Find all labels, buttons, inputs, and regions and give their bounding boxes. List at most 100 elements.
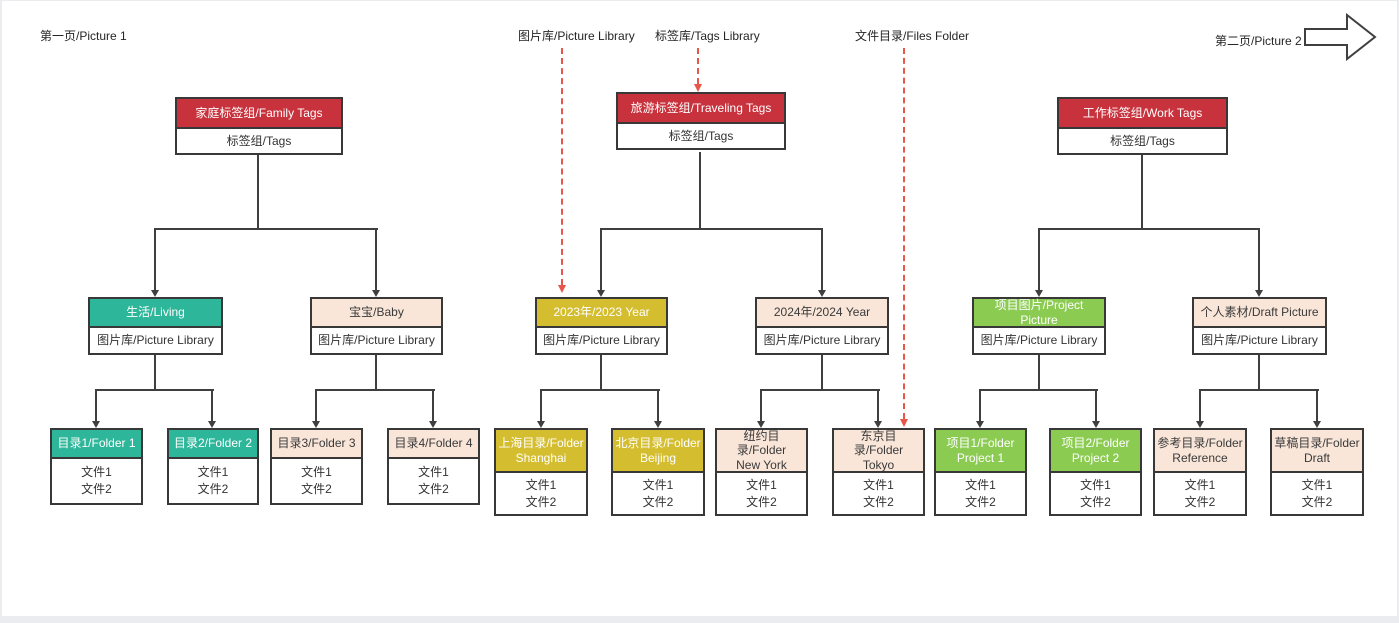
horizontal-scrollbar-track[interactable]: [0, 616, 1399, 623]
connector-line: [540, 389, 660, 391]
node-files: 文件1 文件2: [1272, 473, 1362, 514]
node-title: 项目2/Folder Project 2: [1051, 430, 1140, 473]
node-files: 文件1 文件2: [613, 473, 703, 514]
node-title: 生活/Living: [90, 299, 221, 328]
connector-line: [657, 390, 659, 421]
node-title: 东京目录/Folder Tokyo: [834, 429, 923, 473]
arrowhead-icon: [372, 290, 380, 297]
node-project-picture[interactable]: 项目图片/Project Picture 图片库/Picture Library: [972, 297, 1106, 355]
connector-line: [315, 390, 317, 421]
connector-line: [760, 389, 880, 391]
node-title: 项目1/Folder Project 1: [936, 430, 1025, 473]
connector-line: [821, 228, 823, 290]
node-folder-beijing[interactable]: 北京目录/Folder Beijing 文件1 文件2: [611, 428, 705, 516]
node-2023-year[interactable]: 2023年/2023 Year 图片库/Picture Library: [535, 297, 668, 355]
arrowhead-icon: [208, 421, 216, 428]
node-files: 文件1 文件2: [717, 473, 806, 514]
arrowhead-icon: [1196, 421, 1204, 428]
connector-line: [699, 152, 701, 228]
node-title: 家庭标签组/Family Tags: [177, 99, 341, 129]
legend-files-folder: 文件目录/Files Folder: [855, 29, 970, 43]
node-subtitle: 标签组/Tags: [1059, 129, 1226, 153]
dashed-line-files-folder: [903, 48, 905, 419]
connector-line: [1258, 228, 1260, 290]
node-folder-newyork[interactable]: 纽约目录/Folder New York 文件1 文件2: [715, 428, 808, 516]
node-files: 文件1 文件2: [272, 459, 361, 503]
connector-line: [95, 389, 214, 391]
node-folder-project1[interactable]: 项目1/Folder Project 1 文件1 文件2: [934, 428, 1027, 516]
connector-line: [1141, 155, 1143, 228]
node-subtitle: 图片库/Picture Library: [1194, 328, 1325, 353]
arrowhead-icon: [92, 421, 100, 428]
node-folder-reference[interactable]: 参考目录/Folder Reference 文件1 文件2: [1153, 428, 1247, 516]
dashed-line-picture-library: [561, 48, 563, 285]
node-title: 2024年/2024 Year: [757, 299, 887, 328]
node-files: 文件1 文件2: [169, 459, 257, 503]
node-subtitle: 图片库/Picture Library: [90, 328, 221, 353]
connector-line: [877, 390, 879, 421]
connector-line: [432, 390, 434, 421]
node-title: 目录4/Folder 4: [389, 430, 478, 459]
node-2024-year[interactable]: 2024年/2024 Year 图片库/Picture Library: [755, 297, 889, 355]
dashed-line-tags-library: [697, 48, 699, 84]
dashed-arrowhead-icon: [558, 285, 566, 293]
connector-line: [760, 390, 762, 421]
arrowhead-icon: [1035, 290, 1043, 297]
node-files: 文件1 文件2: [389, 459, 478, 503]
connector-line: [600, 228, 602, 290]
connector-line: [979, 389, 1098, 391]
connector-line: [1199, 390, 1201, 421]
next-page-arrow-icon[interactable]: [1303, 13, 1377, 61]
arrowhead-icon: [874, 421, 882, 428]
node-title: 工作标签组/Work Tags: [1059, 99, 1226, 129]
node-work-tags-root[interactable]: 工作标签组/Work Tags 标签组/Tags: [1057, 97, 1228, 155]
connector-line: [600, 355, 602, 391]
arrowhead-icon: [312, 421, 320, 428]
connector-line: [600, 228, 823, 230]
connector-line: [154, 355, 156, 391]
canvas-border-right: [1397, 0, 1399, 623]
node-draft-picture[interactable]: 个人素材/Draft Picture 图片库/Picture Library: [1192, 297, 1327, 355]
connector-line: [375, 228, 377, 290]
connector-line: [1038, 355, 1040, 391]
node-title: 目录1/Folder 1: [52, 430, 141, 459]
node-files: 文件1 文件2: [1051, 473, 1140, 514]
node-title: 目录2/Folder 2: [169, 430, 257, 459]
arrowhead-icon: [597, 290, 605, 297]
node-title: 2023年/2023 Year: [537, 299, 666, 328]
node-files: 文件1 文件2: [52, 459, 141, 503]
node-folder4[interactable]: 目录4/Folder 4 文件1 文件2: [387, 428, 480, 505]
node-living[interactable]: 生活/Living 图片库/Picture Library: [88, 297, 223, 355]
node-folder1[interactable]: 目录1/Folder 1 文件1 文件2: [50, 428, 143, 505]
node-subtitle: 标签组/Tags: [177, 129, 341, 153]
connector-line: [154, 228, 156, 290]
node-folder3[interactable]: 目录3/Folder 3 文件1 文件2: [270, 428, 363, 505]
node-files: 文件1 文件2: [834, 473, 923, 514]
node-title: 旅游标签组/Traveling Tags: [618, 94, 784, 124]
node-subtitle: 标签组/Tags: [618, 124, 784, 148]
node-folder-tokyo[interactable]: 东京目录/Folder Tokyo 文件1 文件2: [832, 428, 925, 516]
node-folder-draft[interactable]: 草稿目录/Folder Draft 文件1 文件2: [1270, 428, 1364, 516]
connector-line: [1258, 355, 1260, 391]
node-family-tags-root[interactable]: 家庭标签组/Family Tags 标签组/Tags: [175, 97, 343, 155]
connector-line: [979, 390, 981, 421]
connector-line: [1316, 390, 1318, 421]
node-title: 纽约目录/Folder New York: [717, 429, 806, 473]
arrowhead-icon: [151, 290, 159, 297]
arrowhead-icon: [1255, 290, 1263, 297]
node-title: 北京目录/Folder Beijing: [613, 430, 703, 473]
node-folder-shanghai[interactable]: 上海目录/Folder Shanghai 文件1 文件2: [494, 428, 588, 516]
arrowhead-icon: [757, 421, 765, 428]
node-title: 草稿目录/Folder Draft: [1272, 430, 1362, 473]
node-folder2[interactable]: 目录2/Folder 2 文件1 文件2: [167, 428, 259, 505]
connector-line: [315, 389, 435, 391]
node-title: 参考目录/Folder Reference: [1155, 430, 1245, 473]
node-traveling-tags-root[interactable]: 旅游标签组/Traveling Tags 标签组/Tags: [616, 92, 786, 150]
arrowhead-icon: [976, 421, 984, 428]
node-folder-project2[interactable]: 项目2/Folder Project 2 文件1 文件2: [1049, 428, 1142, 516]
connector-line: [540, 390, 542, 421]
canvas-border-top: [0, 0, 1399, 1]
node-files: 文件1 文件2: [1155, 473, 1245, 514]
legend-picture-library: 图片库/Picture Library: [518, 29, 635, 43]
node-baby[interactable]: 宝宝/Baby 图片库/Picture Library: [310, 297, 443, 355]
